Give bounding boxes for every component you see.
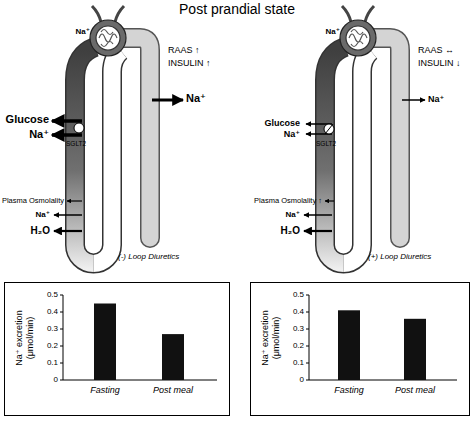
sodium-distal-arrow (152, 99, 183, 102)
bar (94, 304, 116, 381)
sodium-distal-arrow (402, 99, 425, 101)
axis-title: Na⁺ excretion (μmol/min) (260, 301, 282, 375)
sodium-reabsorption-arrow (52, 133, 82, 137)
tick-label: 0.5 (293, 290, 304, 300)
tick-label: 0 (54, 375, 58, 385)
axis-tick (306, 295, 309, 296)
chart-panel: Na⁺ excretion (μmol/min) 0.5 0.4 0.3 0.2 0.1 0… (250, 282, 470, 416)
tick-label: 0.3 (293, 324, 304, 334)
sodium-loop-arrow (54, 214, 82, 216)
x-axis (63, 380, 217, 381)
axis-tick (60, 346, 63, 347)
annotation-label: SGLT2 (316, 140, 336, 148)
bar (404, 319, 426, 380)
tick-label: 0 (300, 375, 304, 385)
water-arrow (304, 230, 332, 232)
sodium-loop-arrow (304, 214, 332, 216)
axis-tick (60, 329, 63, 330)
nephron-left (75, 6, 150, 264)
axis-title: Na⁺ excretion (μmol/min) (14, 301, 36, 375)
glucose-reabsorption-arrow (52, 119, 82, 123)
annotation-label: Glucose (6, 113, 49, 126)
axis-tick (306, 363, 309, 364)
axis-tick (60, 380, 63, 381)
tick-label: 0.2 (293, 341, 304, 351)
osmolality-arrow (67, 200, 82, 201)
annotation-label: RAAS ↔ (418, 45, 454, 56)
annotation-label: INSULIN ↓ (418, 58, 461, 69)
annotation-label: H₂O (31, 225, 50, 237)
sglt2-transporter (74, 123, 84, 133)
annotation-label: Glucose (264, 118, 300, 129)
tick-label: 0.4 (293, 307, 304, 317)
category-label: Post meal (133, 385, 213, 396)
annotation-label: Plasma Osmolality (2, 196, 64, 205)
category-label: Post meal (375, 385, 455, 396)
bar (162, 334, 184, 380)
annotation-label: Na⁺ (36, 210, 50, 220)
annotation-label: SGLT2 (66, 140, 86, 148)
axis-tick (60, 312, 63, 313)
sglt2-transporter (324, 124, 334, 134)
annotation-label: H₂O (281, 225, 300, 237)
nephron-right (325, 6, 400, 264)
axis-tick (60, 363, 63, 364)
category-label: Fasting (65, 385, 145, 396)
bar-chart (251, 283, 469, 415)
annotation-label: Na⁺ (76, 27, 90, 37)
annotation-label: INSULIN ↑ (168, 58, 211, 69)
annotation-label: (+) Loop Diuretics (368, 252, 431, 262)
annotation-label: (-) Loop Diuretics (118, 252, 179, 262)
axis-tick (306, 380, 309, 381)
bar-chart (5, 283, 229, 415)
annotation-label: Na⁺ (286, 210, 300, 220)
axis-tick (60, 295, 63, 296)
x-axis (309, 380, 457, 381)
category-label: Fasting (309, 385, 389, 396)
tick-label: 0.5 (47, 290, 58, 300)
y-axis (309, 295, 310, 380)
annotation-label: Na⁺ (326, 27, 340, 37)
annotation-label: Na⁺ (428, 94, 444, 105)
annotation-label: Na⁺ (29, 128, 49, 141)
y-axis (63, 295, 64, 380)
axis-tick (306, 329, 309, 330)
sglt2-inhibition-slash (325, 124, 333, 134)
figure-title: Post prandial state (0, 1, 474, 18)
tick-label: 0.4 (47, 307, 58, 317)
annotation-label: Na⁺ (186, 92, 206, 105)
annotation-label: RAAS ↑ (168, 45, 200, 56)
water-arrow (54, 230, 82, 232)
axis-tick (306, 312, 309, 313)
tick-label: 0.1 (293, 358, 304, 368)
tick-label: 0.1 (47, 358, 58, 368)
tick-label: 0.3 (47, 324, 58, 334)
osmolality-arrow (325, 200, 334, 201)
annotation-label: Plasma Osmolality ↑ (254, 196, 322, 205)
bar (338, 310, 360, 380)
annotation-label: Na⁺ (284, 129, 300, 140)
tick-label: 0.2 (47, 341, 58, 351)
axis-tick (306, 346, 309, 347)
chart-panel: Na⁺ excretion (μmol/min) 0.5 0.4 0.3 0.2 0.1 0… (4, 282, 230, 416)
